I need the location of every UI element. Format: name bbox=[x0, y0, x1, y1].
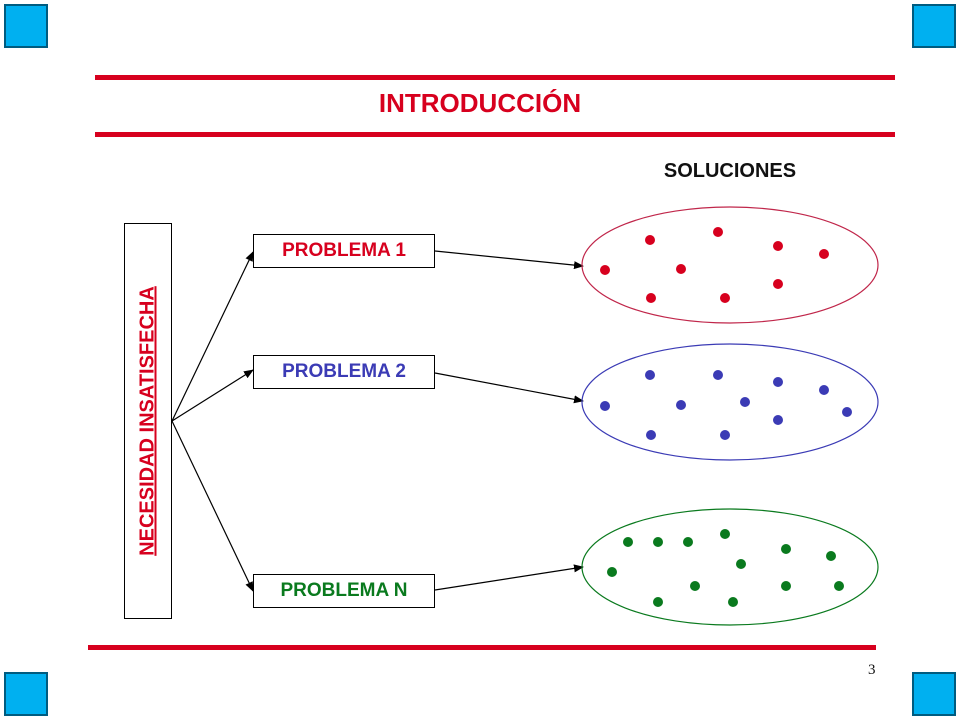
solution-dot bbox=[690, 581, 700, 591]
solution-dot bbox=[683, 537, 693, 547]
solution-dot bbox=[653, 537, 663, 547]
corner-square-top-left bbox=[4, 4, 48, 48]
solution-dot bbox=[646, 430, 656, 440]
solution-dot bbox=[773, 241, 783, 251]
corner-square-bottom-left bbox=[4, 672, 48, 716]
solution-group-blue-ellipse bbox=[581, 343, 879, 461]
footer-rule bbox=[88, 645, 876, 650]
problem-label-2: PROBLEMA 2 bbox=[282, 361, 406, 382]
title-rule-top bbox=[95, 75, 895, 80]
problem-box-2: PROBLEMA 2 bbox=[253, 355, 435, 389]
arrow-need-to-problem-1 bbox=[171, 251, 254, 422]
solution-dot bbox=[720, 430, 730, 440]
solution-dot bbox=[842, 407, 852, 417]
solution-dot bbox=[600, 265, 610, 275]
solution-dot bbox=[819, 249, 829, 259]
solution-dot bbox=[676, 264, 686, 274]
solution-dot bbox=[773, 377, 783, 387]
solution-dot bbox=[720, 293, 730, 303]
solution-dot bbox=[645, 235, 655, 245]
solution-dot bbox=[645, 370, 655, 380]
solution-dots-blue bbox=[600, 370, 852, 440]
problem-box-1: PROBLEMA 1 bbox=[253, 234, 435, 268]
solution-group-green-ellipse bbox=[581, 508, 879, 626]
solution-dot bbox=[826, 551, 836, 561]
solution-dot bbox=[736, 559, 746, 569]
solution-dot bbox=[728, 597, 738, 607]
solution-dot bbox=[713, 370, 723, 380]
corner-square-top-right bbox=[912, 4, 956, 48]
solution-dot bbox=[773, 279, 783, 289]
problem-box-n: PROBLEMA N bbox=[253, 574, 435, 608]
solution-dot bbox=[676, 400, 686, 410]
solution-dot bbox=[834, 581, 844, 591]
arrow-problem-1-to-solutions bbox=[434, 250, 584, 270]
solution-dot bbox=[819, 385, 829, 395]
need-box bbox=[124, 223, 172, 619]
need-label: NECESIDAD INSATISFECHA bbox=[136, 286, 159, 556]
solution-dot bbox=[773, 415, 783, 425]
problem-label-1: PROBLEMA 1 bbox=[282, 240, 406, 261]
corner-square-bottom-right bbox=[912, 672, 956, 716]
solution-dot bbox=[781, 581, 791, 591]
arrow-problem-2-to-solutions bbox=[434, 372, 584, 404]
arrow-need-to-problem-2 bbox=[171, 369, 254, 422]
page-title: INTRODUCCIÓN bbox=[378, 88, 582, 118]
solution-dot bbox=[646, 293, 656, 303]
solutions-label: SOLUCIONES bbox=[663, 160, 797, 182]
solution-dot bbox=[720, 529, 730, 539]
problem-label-n: PROBLEMA N bbox=[280, 580, 408, 601]
solution-dots-red bbox=[600, 227, 829, 303]
solution-dots-green bbox=[607, 529, 844, 607]
solution-dot bbox=[600, 401, 610, 411]
title-rule-bottom bbox=[95, 132, 895, 137]
solution-dot bbox=[781, 544, 791, 554]
solution-dot bbox=[653, 597, 663, 607]
arrow-problem-n-to-solutions bbox=[434, 564, 584, 591]
arrow-need-to-problem-n bbox=[171, 420, 254, 592]
solution-dot bbox=[623, 537, 633, 547]
solution-dot bbox=[740, 397, 750, 407]
solution-group-red-ellipse bbox=[581, 206, 879, 324]
page-number: 3 bbox=[868, 662, 876, 678]
solution-dot bbox=[607, 567, 617, 577]
solution-dot bbox=[713, 227, 723, 237]
